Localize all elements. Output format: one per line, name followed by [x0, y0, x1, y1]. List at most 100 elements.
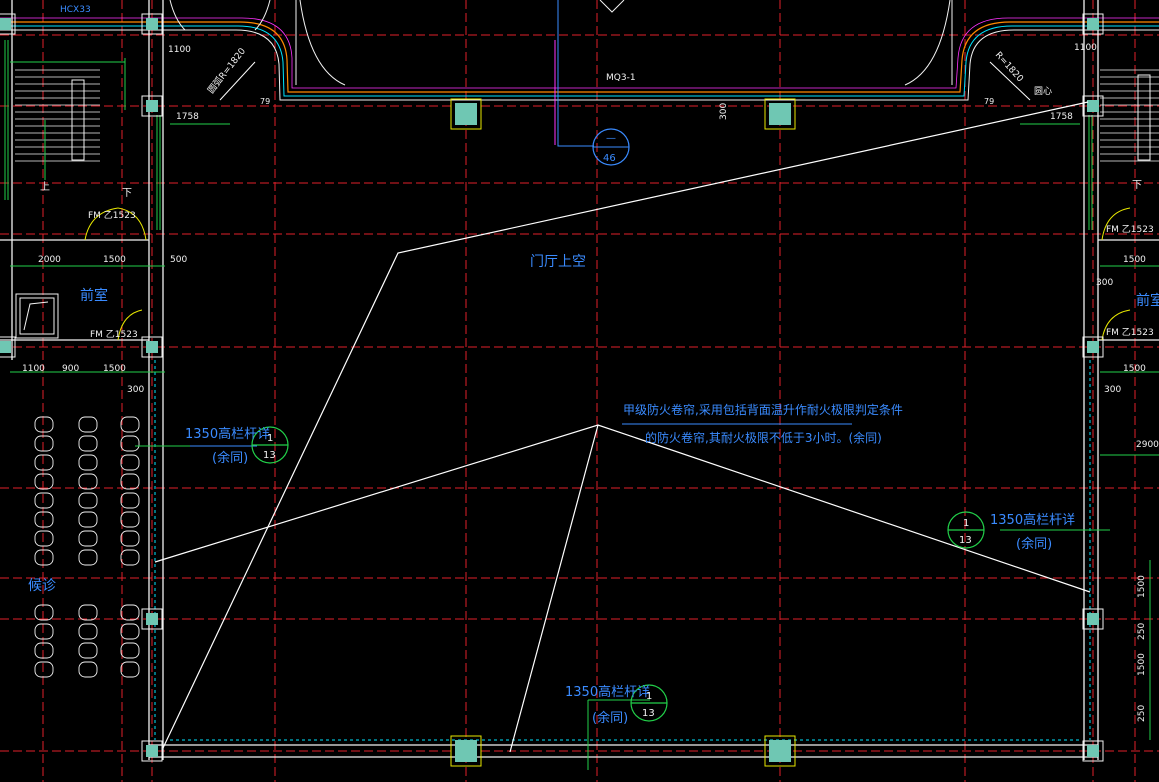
railing-note-3-sub: (余同): [592, 710, 628, 726]
seat: [34, 642, 54, 659]
seat: [78, 549, 98, 566]
dim-1500-r2: 1500: [1123, 364, 1146, 374]
dim-300-top: 300: [719, 103, 729, 120]
seat: [78, 473, 98, 490]
column-marker: [1082, 336, 1104, 358]
seat: [120, 492, 140, 509]
dim-300-r2: 300: [1104, 385, 1121, 395]
top-door-swings: [169, 0, 953, 86]
column-marker: [141, 608, 163, 630]
fm-door-right-1: FM 乙1523: [1106, 224, 1154, 235]
structural-columns: [0, 13, 1104, 767]
callout-46-top: —: [606, 133, 616, 144]
seat: [78, 642, 98, 659]
dim-1100-b: 1100: [22, 364, 45, 374]
column-marker: [1082, 13, 1104, 35]
seat: [34, 492, 54, 509]
dim-300-left: 300: [127, 385, 144, 395]
dim-v-250-a: 250: [1137, 623, 1147, 640]
fm-door-left-2: FM 乙1523: [90, 329, 138, 340]
fire-shutter-note-line2: 的防火卷帘,其耐火极限不低于3小时。(余同): [645, 430, 882, 445]
seat: [34, 454, 54, 471]
column-marker: [1082, 740, 1104, 762]
railing-note-3: 1350高栏杆详: [565, 684, 650, 700]
callout-13b-bottom: 13: [959, 535, 972, 546]
column-marker: [764, 735, 796, 767]
column-marker: [141, 13, 163, 35]
dim-500: 500: [170, 255, 187, 265]
seat: [78, 416, 98, 433]
facade-curve-band: [0, 17, 1159, 101]
seat: [120, 642, 140, 659]
dim-1758-left: 1758: [176, 112, 199, 122]
seat: [120, 604, 140, 621]
stair-down-left-label: 下: [122, 188, 132, 199]
dim-1758-right: 1758: [1050, 112, 1073, 122]
waiting-seats: [34, 416, 140, 678]
seat: [78, 530, 98, 547]
dim-79-right: 79: [984, 97, 994, 106]
seat: [34, 530, 54, 547]
window-strips: [4, 40, 1093, 230]
radius-right-tail: 圆心: [1034, 86, 1052, 97]
fm-door-left-1: FM 乙1523: [88, 210, 136, 221]
seat: [120, 661, 140, 678]
seat: [120, 454, 140, 471]
callout-13a-bottom: 13: [263, 450, 276, 461]
seat: [34, 473, 54, 490]
dim-900: 900: [62, 364, 79, 374]
door-code: MQ3-1: [606, 73, 636, 83]
shaft-box-left: [15, 293, 59, 339]
railing-note-1: 1350高栏杆详: [185, 426, 270, 442]
seat: [120, 435, 140, 452]
column-marker: [0, 13, 16, 35]
dim-2900: 2900: [1136, 440, 1159, 450]
anteroom-right-label: 前室: [1136, 292, 1159, 309]
seat: [120, 511, 140, 528]
radius-leader-left: [219, 61, 256, 101]
stair-left: [15, 69, 100, 162]
fire-shutter-note-line1: 甲级防火卷帘,采用包括背面温升作耐火极限判定条件: [623, 402, 903, 417]
seat: [34, 661, 54, 678]
stair-left-well: [71, 79, 85, 161]
seat: [78, 604, 98, 621]
stair-up-label: 上: [40, 181, 50, 193]
seat: [34, 604, 54, 621]
seat: [120, 416, 140, 433]
column-marker: [1082, 95, 1104, 117]
stair-right-well: [1137, 74, 1151, 161]
seat: [34, 416, 54, 433]
dim-79-left: 79: [260, 97, 270, 106]
column-marker: [450, 735, 482, 767]
seat: [120, 623, 140, 640]
callout-46-leader: [557, 0, 594, 147]
column-marker: [141, 95, 163, 117]
fm-door-swings: [84, 207, 1131, 341]
column-marker: [1082, 608, 1104, 630]
seat: [34, 623, 54, 640]
column-marker: [450, 98, 482, 130]
detail-callout-circles: [251, 426, 985, 722]
dim-v-1500-b: 1500: [1137, 653, 1147, 676]
seat: [120, 530, 140, 547]
hall-void-label: 门厅上空: [530, 254, 586, 270]
dim-1500-r1: 1500: [1123, 255, 1146, 265]
dimension-lines: [10, 58, 1159, 770]
dim-v-250-b: 250: [1137, 705, 1147, 722]
dim-300-r1: 300: [1096, 278, 1113, 288]
seat: [78, 454, 98, 471]
dim-1500-a: 1500: [103, 255, 126, 265]
dim-v-1500-a: 1500: [1137, 575, 1147, 598]
railing-note-2-sub: (余同): [1016, 536, 1052, 552]
callout-13b-top: 1: [963, 518, 969, 529]
callout-13a-top: 1: [267, 433, 273, 444]
dim-1500-b: 1500: [103, 364, 126, 374]
railing-note-1-sub: (余同): [212, 450, 248, 466]
anteroom-left-label: 前室: [80, 287, 108, 304]
dim-1100-right: 1100: [1074, 43, 1097, 53]
waiting-area-label: 候诊: [28, 578, 56, 594]
seat: [78, 661, 98, 678]
